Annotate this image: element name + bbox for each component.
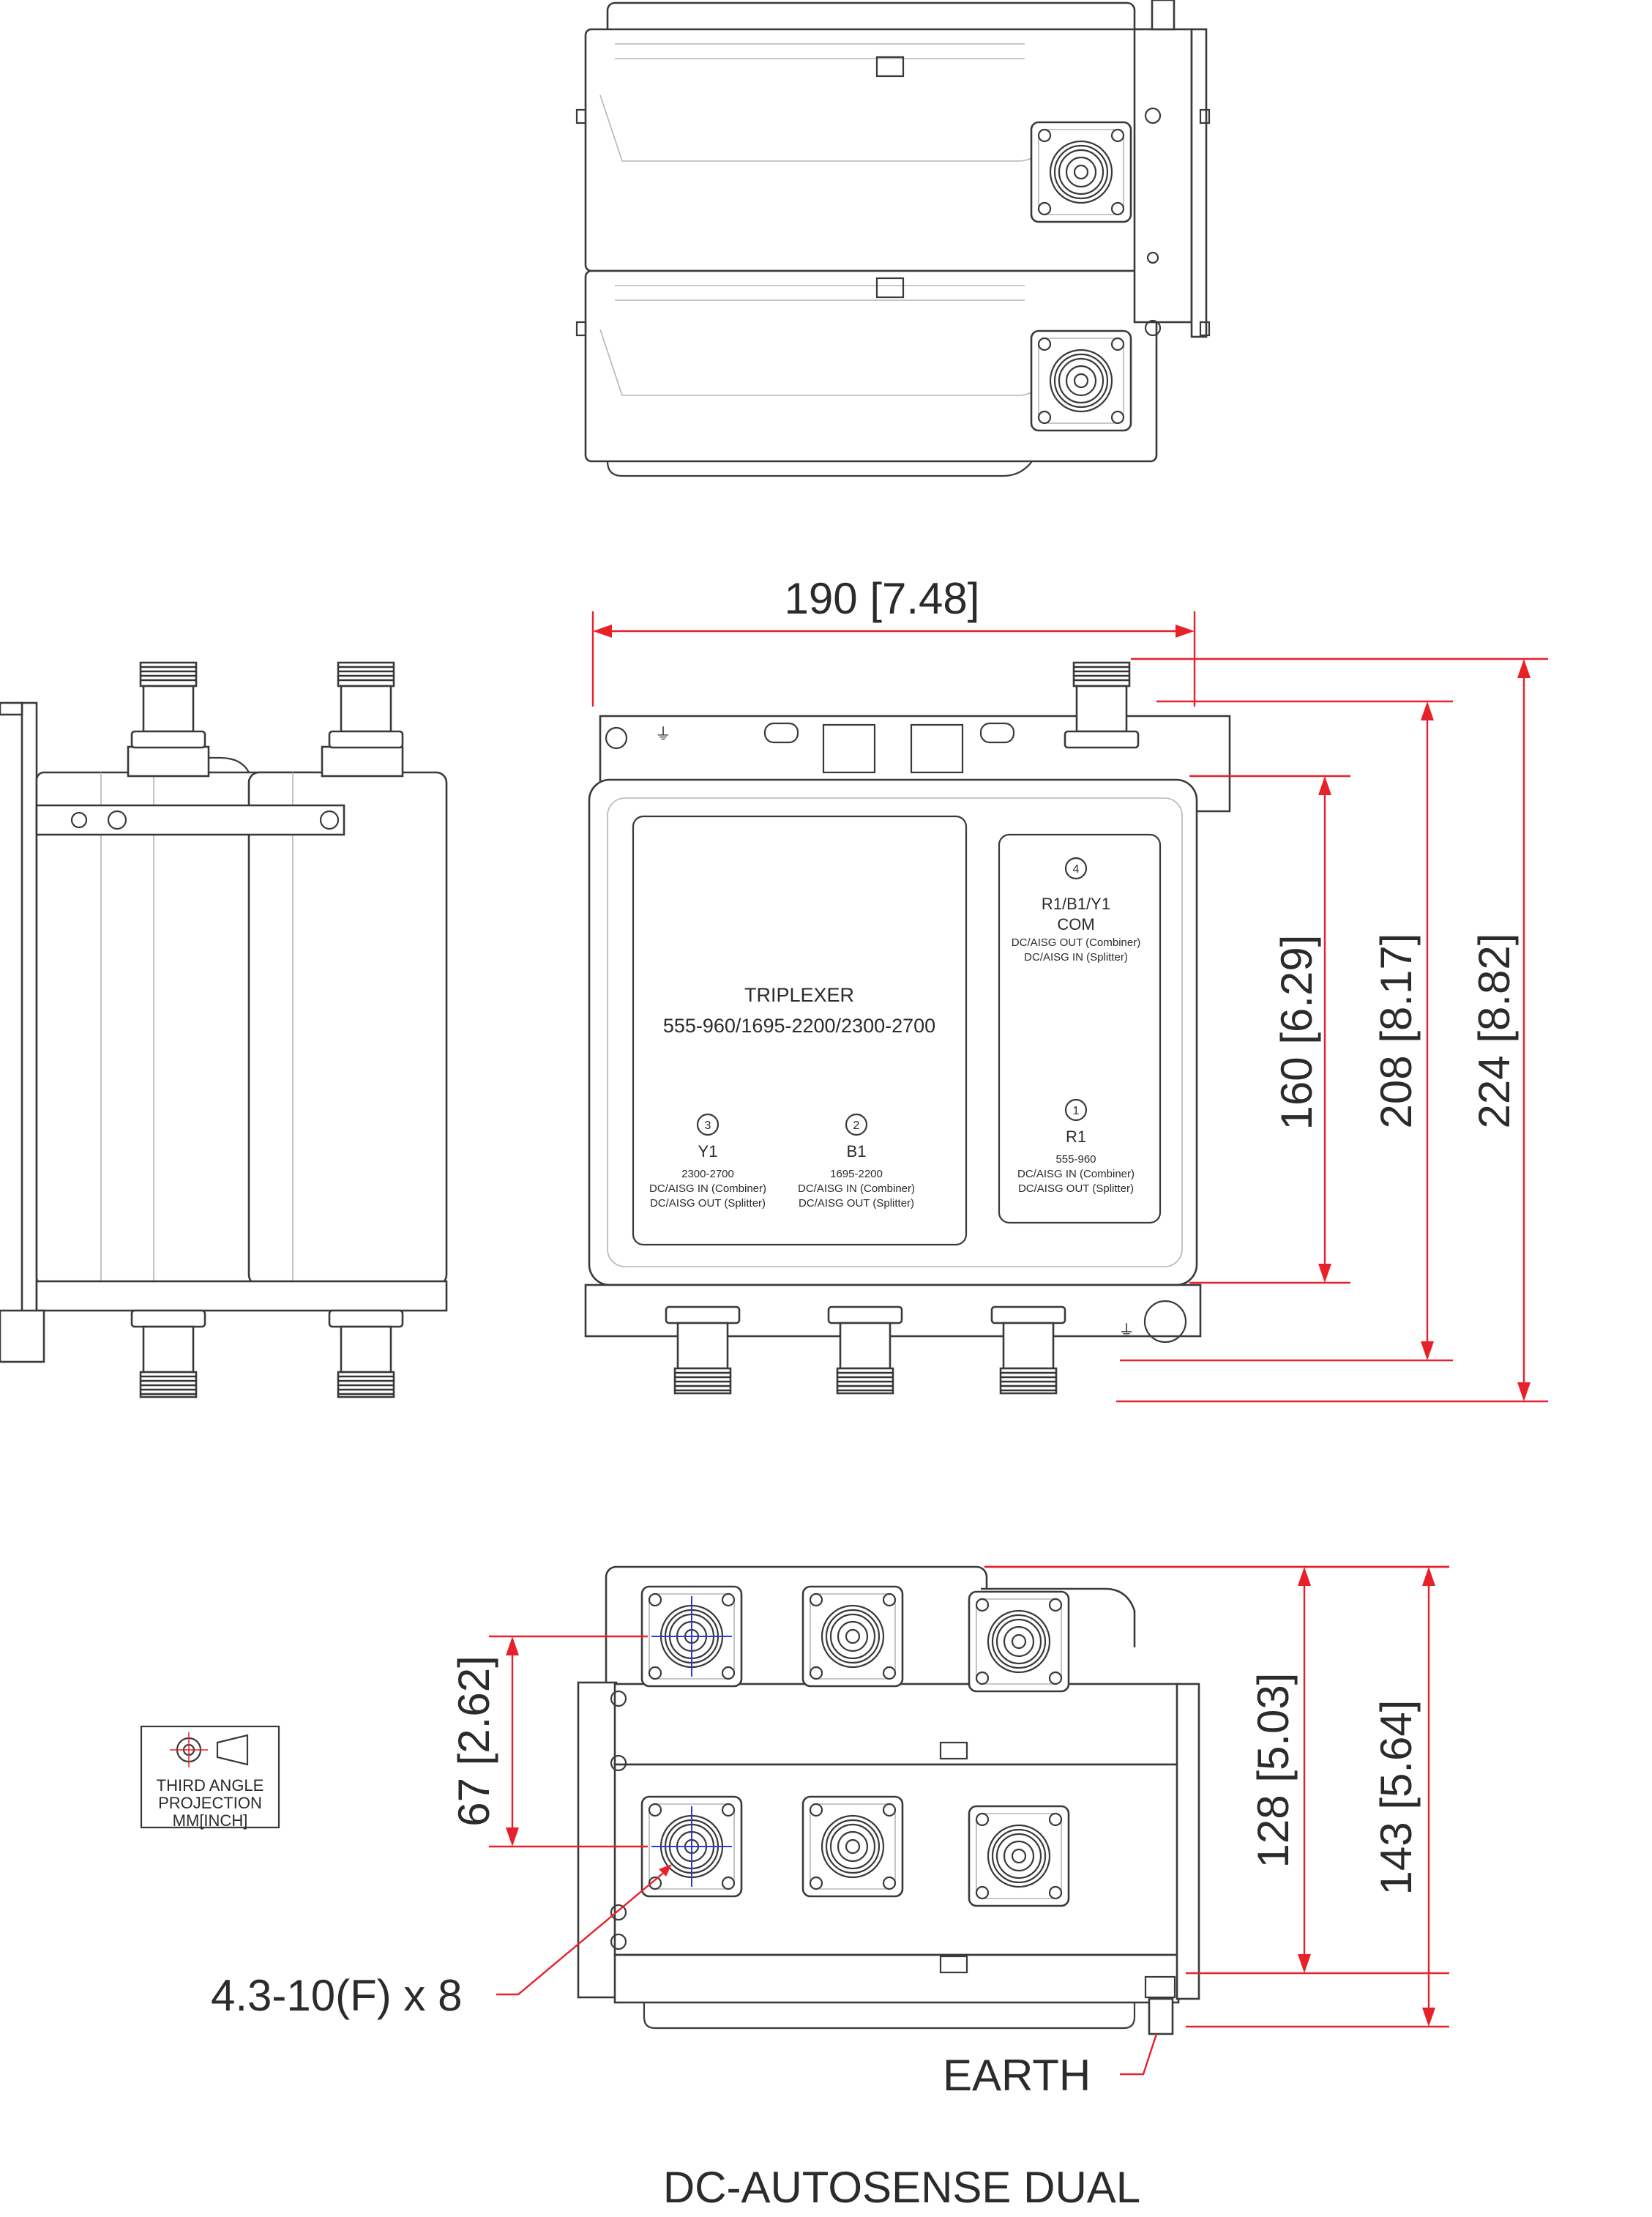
front-com-connector — [1064, 661, 1140, 749]
bottom-view — [577, 1565, 1200, 2035]
side-view — [0, 661, 448, 1398]
svg-text:143 [5.64]: 143 [5.64] — [1372, 1700, 1421, 1896]
svg-text:DC/AISG OUT (Splitter): DC/AISG OUT (Splitter) — [1018, 1182, 1134, 1195]
dimension-depth-128: 128 [5.03] — [984, 1565, 1449, 1975]
bottom-connector-3 — [968, 1590, 1070, 1693]
front-r1-connector — [990, 1305, 1066, 1395]
svg-text:DC/AISG OUT (Splitter): DC/AISG OUT (Splitter) — [650, 1197, 766, 1210]
triplexer-title: TRIPLEXER — [744, 984, 854, 1006]
dimension-height-208: 208 [8.17] — [1120, 700, 1453, 1362]
top-view — [575, 0, 1211, 477]
port-r1-label: 1 R1 555-960 DC/AISG IN (Combiner) DC/AI… — [1017, 1098, 1135, 1195]
dimension-depth-143: 143 [5.64] — [984, 1565, 1449, 2028]
top-connector-1 — [1030, 121, 1132, 223]
earth-ground-icon: ⏚ — [1118, 1322, 1135, 1340]
port-b1-label: 2 B1 1695-2200 DC/AISG IN (Combiner) DC/… — [798, 1113, 915, 1210]
svg-text:DC/AISG IN (Combiner): DC/AISG IN (Combiner) — [1017, 1168, 1135, 1180]
bottom-connector-2 — [801, 1585, 904, 1688]
svg-text:R1/B1/Y1: R1/B1/Y1 — [1042, 895, 1110, 913]
front-view: ⏚ ⏚ TRIPLEXER 555-960/1695-2200/2300-270… — [584, 661, 1231, 1395]
side-connector-bottom-2 — [328, 1309, 404, 1398]
front-y1-connector — [665, 1305, 741, 1395]
triplexer-bands: 555-960/1695-2200/2300-2700 — [663, 1015, 935, 1037]
svg-text:160 [6.29]: 160 [6.29] — [1272, 935, 1321, 1130]
svg-text:Y1: Y1 — [698, 1142, 718, 1160]
svg-text:R1: R1 — [1066, 1128, 1086, 1146]
svg-text:208 [8.17]: 208 [8.17] — [1372, 934, 1421, 1129]
svg-text:555-960: 555-960 — [1055, 1153, 1096, 1166]
svg-text:DC/AISG IN (Splitter): DC/AISG IN (Splitter) — [1024, 951, 1128, 964]
drawing-title: DC-AUTOSENSE DUAL — [663, 2163, 1140, 2212]
bottom-connector-5 — [801, 1795, 904, 1898]
svg-text:DC/AISG OUT (Splitter): DC/AISG OUT (Splitter) — [799, 1197, 914, 1210]
port-com-label: 4 R1/B1/Y1 COM DC/AISG OUT (Combiner) DC… — [1012, 857, 1140, 964]
dimension-height-160: 160 [6.29] — [1189, 775, 1350, 1284]
svg-text:128 [5.03]: 128 [5.03] — [1249, 1673, 1298, 1868]
svg-text:B1: B1 — [847, 1142, 867, 1160]
side-connector-bottom-1 — [130, 1309, 206, 1398]
dimension-depth-67: 67 [2.62] — [449, 1635, 648, 1848]
earth-callout: EARTH — [943, 2033, 1158, 2100]
svg-text:THIRD ANGLE: THIRD ANGLE — [157, 1776, 264, 1795]
svg-text:MM[INCH]: MM[INCH] — [173, 1811, 248, 1830]
svg-text:DC/AISG IN (Combiner): DC/AISG IN (Combiner) — [798, 1182, 915, 1195]
bottom-connector-6 — [968, 1805, 1070, 1907]
svg-text:2: 2 — [853, 1119, 860, 1132]
svg-text:PROJECTION: PROJECTION — [158, 1794, 262, 1812]
projection-symbol: THIRD ANGLE PROJECTION MM[INCH] — [140, 1725, 280, 1830]
port-y1-label: 3 Y1 2300-2700 DC/AISG IN (Combiner) DC/… — [649, 1113, 766, 1210]
side-connector-top-2 — [328, 661, 404, 749]
svg-text:190 [7.48]: 190 [7.48] — [785, 574, 980, 623]
svg-text:1695-2200: 1695-2200 — [830, 1168, 883, 1180]
signal-ground-icon: ⏚ — [655, 725, 671, 743]
svg-text:DC/AISG OUT (Combiner): DC/AISG OUT (Combiner) — [1012, 936, 1140, 949]
svg-text:4: 4 — [1073, 863, 1080, 876]
top-connector-2 — [1030, 329, 1132, 432]
svg-text:2300-2700: 2300-2700 — [681, 1168, 734, 1180]
connector-callout: 4.3-10(F) x 8 — [211, 1864, 672, 2020]
svg-text:COM: COM — [1057, 915, 1094, 934]
svg-text:224 [8.82]: 224 [8.82] — [1470, 934, 1519, 1129]
side-connector-top-1 — [130, 661, 206, 749]
svg-text:67 [2.62]: 67 [2.62] — [449, 1655, 498, 1827]
svg-text:DC/AISG IN (Combiner): DC/AISG IN (Combiner) — [649, 1182, 766, 1195]
svg-text:4.3-10(F) x 8: 4.3-10(F) x 8 — [211, 1971, 462, 2020]
svg-text:3: 3 — [705, 1119, 711, 1132]
front-b1-connector — [827, 1305, 903, 1395]
svg-text:1: 1 — [1073, 1105, 1080, 1117]
dimension-height-224: 224 [8.82] — [1116, 657, 1548, 1403]
svg-text:EARTH: EARTH — [943, 2051, 1091, 2100]
